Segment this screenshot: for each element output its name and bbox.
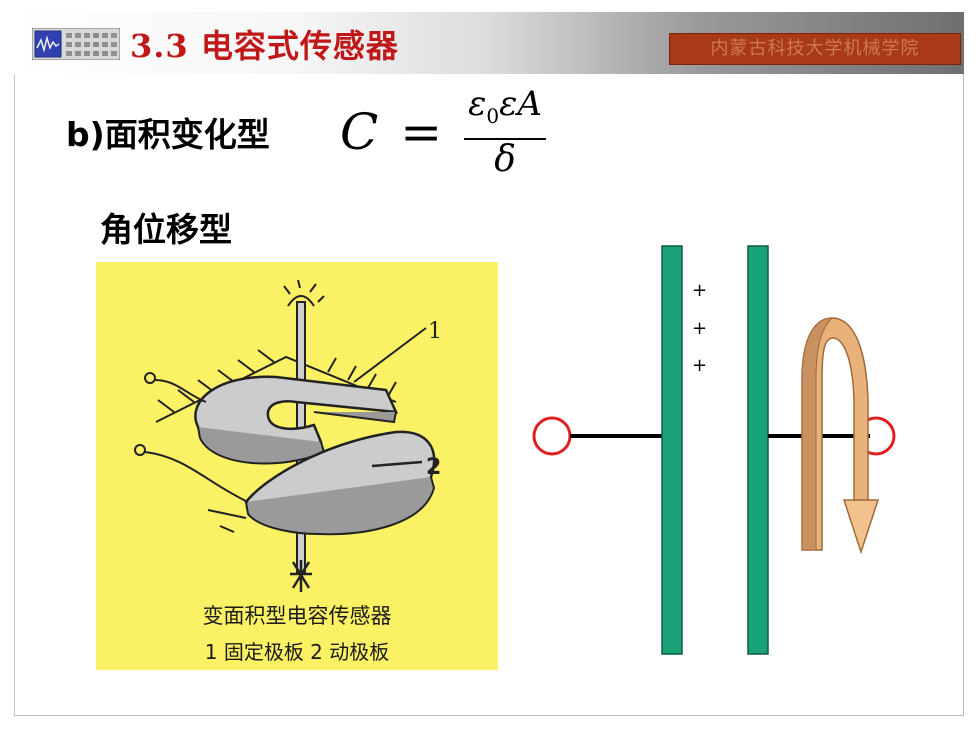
section-heading: 角位移型: [100, 210, 232, 249]
charge-sign: +: [692, 318, 708, 339]
sensor-figure: 1 2 变面积型电容传感器 1 固定极板 2 动极板: [96, 262, 498, 670]
oscilloscope-icon: [32, 28, 120, 60]
rotation-arrow: [801, 317, 880, 555]
charge-sign: +: [692, 355, 708, 376]
formula-subscript: 0: [486, 103, 500, 128]
capacitance-formula: C = ε0εA δ: [340, 84, 546, 179]
formula-lhs: C: [340, 103, 379, 161]
moving-plate: [747, 245, 769, 655]
figure-legend: 1 固定极板 2 动极板: [204, 640, 390, 664]
slide-title: 3.3 电容式传感器: [130, 27, 399, 65]
title-bar: 3.3 电容式传感器 内蒙古科技大学机械学院: [14, 12, 964, 74]
formula-denominator: δ: [494, 138, 516, 180]
fixed-plate: [661, 245, 683, 655]
left-terminal: [532, 416, 572, 456]
sensor-drawing: 1 2: [134, 279, 442, 592]
callout-2: 2: [426, 455, 441, 480]
formula-numerator-rest: εA: [499, 84, 542, 125]
figure-caption: 变面积型电容传感器: [202, 604, 392, 628]
callout-1: 1: [428, 319, 442, 344]
subtitle: b)面积变化型: [66, 115, 270, 154]
charge-sign: +: [692, 280, 708, 301]
formula-numerator: ε0εA: [464, 84, 546, 140]
school-badge: 内蒙古科技大学机械学院: [669, 33, 961, 65]
slide-frame: [14, 12, 964, 716]
formula-fraction: ε0εA δ: [464, 84, 546, 180]
capacitor-diagram: [532, 245, 896, 655]
formula-equals: =: [400, 103, 443, 161]
